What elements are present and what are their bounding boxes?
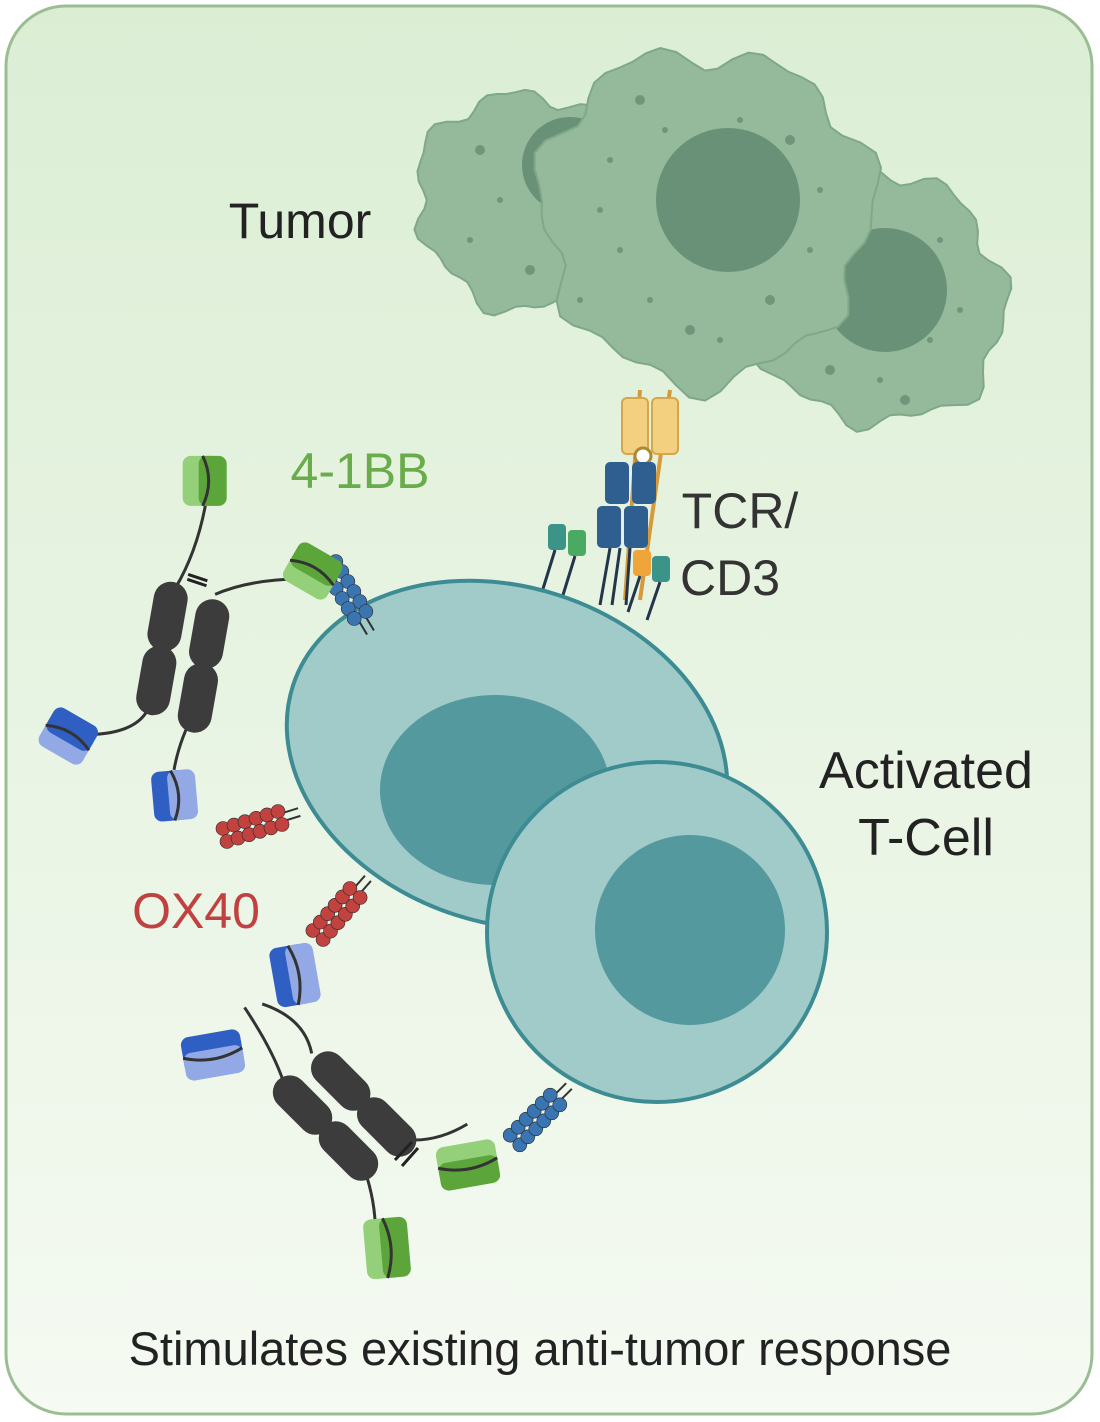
antibody-bottom-ox40-fab: [269, 942, 321, 1008]
mhc-chain: [621, 397, 649, 455]
antibody-bottom: [243, 1002, 469, 1231]
label-tumor: Tumor: [229, 193, 372, 249]
cd3-subunit: [568, 530, 586, 556]
cd3-subunit: [633, 550, 651, 576]
tumor-granule: [717, 337, 723, 343]
label-tcr: TCR/: [682, 483, 799, 539]
label-cd3: CD3: [680, 550, 780, 606]
tumor-granule: [617, 247, 623, 253]
activated-t-cells: [284, 578, 829, 1104]
tumor-granule: [927, 337, 933, 343]
antibody-bottom-ox40-fab: [180, 1029, 246, 1081]
tcr-chain: [632, 462, 656, 504]
tumor-granule: [475, 145, 485, 155]
tumor-granules: [467, 95, 963, 405]
label-activated: Activated: [819, 742, 1033, 800]
tcr-chain: [605, 462, 629, 504]
tumor-granule: [785, 135, 795, 145]
receptor-4-1bb: [502, 1082, 573, 1153]
tumor-granule: [807, 247, 813, 253]
tcr-chain: [624, 506, 648, 548]
tcr-cd3-complex: [540, 389, 679, 621]
mhc-chain: [651, 397, 679, 455]
tumor-granule: [467, 237, 473, 243]
t-cell-front-nucleus: [595, 835, 785, 1025]
antibody-bottom-41bb-fab: [363, 1216, 411, 1280]
antigen-peptide: [633, 446, 653, 466]
cd3-subunit: [548, 524, 566, 550]
tumor-cells: [413, 47, 1013, 433]
cd3-subunit: [652, 556, 670, 582]
tumor-granule: [685, 325, 695, 335]
tumor-granule: [877, 377, 883, 383]
tumor-nucleus-front: [656, 128, 800, 272]
tumor-granule: [662, 127, 668, 133]
tumor-granule: [597, 207, 603, 213]
tumor-granule: [577, 297, 583, 303]
tumor-granule: [647, 297, 653, 303]
tcr-chain: [597, 506, 621, 548]
tumor-granule: [607, 157, 613, 163]
tumor-granule: [635, 95, 645, 105]
receptor-ox40: [305, 874, 372, 947]
label-4-1bb: 4-1BB: [291, 443, 430, 499]
tumor-granule: [825, 365, 835, 375]
tumor-granule: [765, 295, 775, 305]
caption: Stimulates existing anti-tumor response: [129, 1322, 952, 1375]
antibody-top: [38, 455, 343, 822]
label-t-cell: T-Cell: [858, 809, 994, 867]
tumor-granule: [900, 395, 910, 405]
tumor-granule: [937, 237, 943, 243]
tumor-granule: [957, 307, 963, 313]
tumor-granule: [737, 117, 743, 123]
receptor-ox40: [215, 804, 301, 849]
tumor-nucleus-back-right: [823, 228, 947, 352]
antibody-bottom-41bb-fab: [435, 1139, 501, 1191]
tumor-granule: [497, 197, 503, 203]
label-ox40: OX40: [132, 883, 260, 939]
tumor-granule: [817, 187, 823, 193]
tumor-granule: [525, 265, 535, 275]
